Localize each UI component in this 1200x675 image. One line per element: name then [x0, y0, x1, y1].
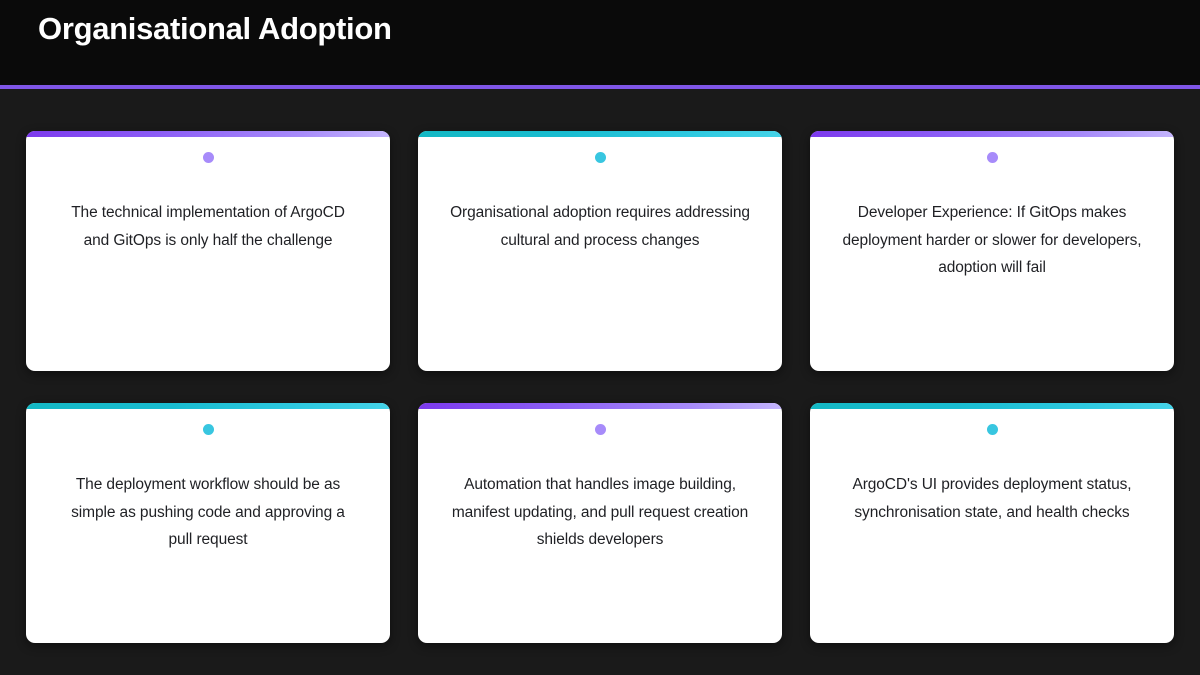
slide-header: Organisational Adoption [0, 0, 1200, 85]
card-text: Automation that handles image building, … [451, 476, 749, 549]
card-text: Organisational adoption requires address… [450, 204, 750, 249]
card-text: The deployment workflow should be as sim… [71, 476, 345, 549]
card-accent-bar [26, 131, 390, 137]
card-grid: The technical implementation of ArgoCD a… [26, 131, 1174, 643]
content-card[interactable]: The deployment workflow should be as sim… [26, 403, 390, 643]
content-card[interactable]: Organisational adoption requires address… [418, 131, 782, 371]
bullet-dot-icon [202, 424, 214, 435]
content-card[interactable]: Developer Experience: If GitOps makes de… [810, 131, 1174, 371]
card-accent-bar [810, 131, 1174, 137]
card-accent-bar [418, 131, 782, 137]
bullet-dot-icon [986, 424, 998, 435]
bullet-dot-icon [594, 152, 606, 163]
card-accent-bar [810, 403, 1174, 409]
card-text: Developer Experience: If GitOps makes de… [842, 204, 1142, 277]
card-text: The technical implementation of ArgoCD a… [71, 204, 345, 249]
bullet-dot-icon [202, 152, 214, 163]
page-title: Organisational Adoption [38, 11, 392, 46]
bullet-dot-icon [986, 152, 998, 163]
card-accent-bar [26, 403, 390, 409]
bullet-dot-icon [594, 424, 606, 435]
content-card[interactable]: The technical implementation of ArgoCD a… [26, 131, 390, 371]
card-accent-bar [418, 403, 782, 409]
header-divider [0, 85, 1200, 89]
card-text: ArgoCD's UI provides deployment status, … [852, 476, 1132, 521]
content-card[interactable]: Automation that handles image building, … [418, 403, 782, 643]
content-card[interactable]: ArgoCD's UI provides deployment status, … [810, 403, 1174, 643]
